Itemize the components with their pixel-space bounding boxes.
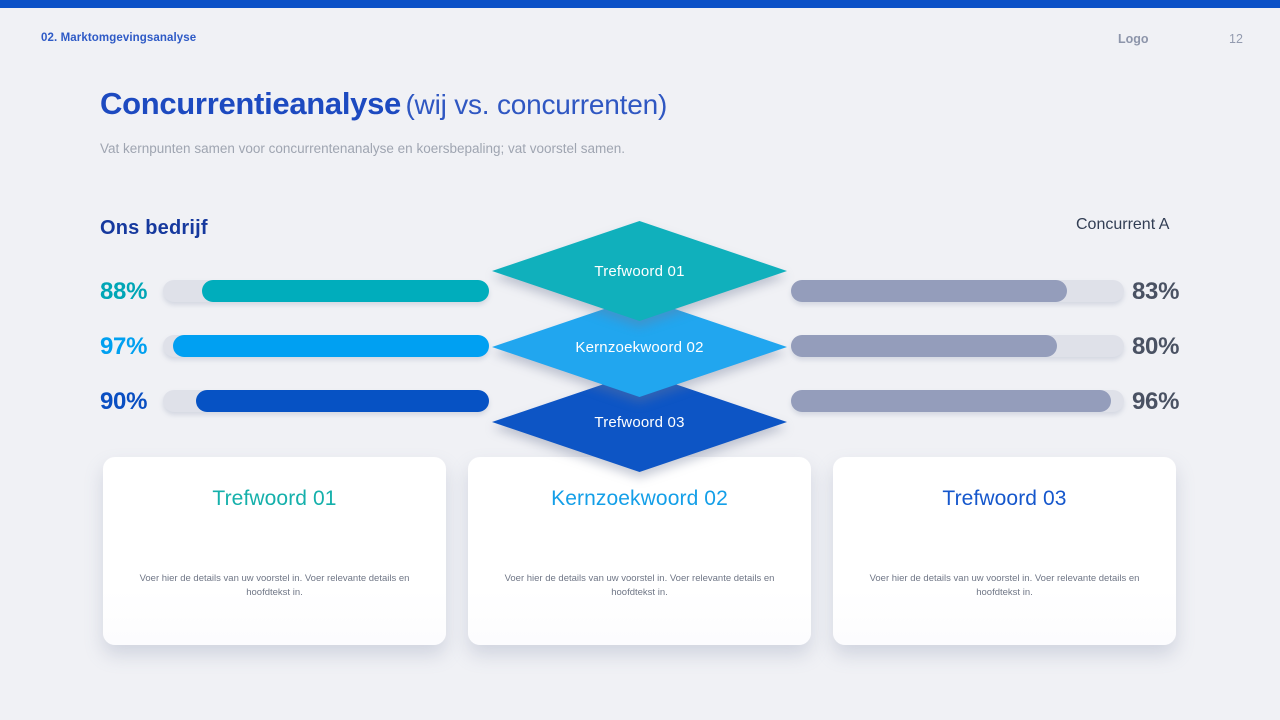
keyword-diamond: Trefwoord 01 bbox=[492, 221, 787, 321]
competitor-value-label: 96% bbox=[1132, 388, 1180, 415]
our-progress-fill bbox=[172, 335, 489, 357]
breadcrumb-section-label: 02. Marktomgevingsanalyse bbox=[41, 32, 197, 44]
detail-card: Trefwoord 03 Voer hier de details van uw… bbox=[833, 457, 1176, 645]
keyword-diamond-label: Kernzoekwoord 02 bbox=[575, 338, 704, 356]
competitor-progress-fill bbox=[791, 335, 1058, 357]
detail-card: Kernzoekwoord 02 Voer hier de details va… bbox=[468, 457, 811, 645]
our-value-label: 90% bbox=[100, 388, 148, 415]
slide-subtitle: Vat kernpunten samen voor concurrentenan… bbox=[100, 141, 626, 156]
page-number: 12 bbox=[1229, 32, 1243, 46]
our-progress-track bbox=[163, 335, 489, 357]
our-value-label: 88% bbox=[100, 278, 148, 305]
top-accent-bar bbox=[0, 0, 1280, 8]
competitor-heading: Concurrent A bbox=[1076, 216, 1170, 233]
our-value-label: 97% bbox=[100, 333, 148, 360]
slide-title-suffix: (wij vs. concurrenten) bbox=[405, 89, 668, 120]
card-body-text: Voer hier de details van uw voorstel in.… bbox=[869, 573, 1140, 599]
card-title: Trefwoord 03 bbox=[942, 487, 1067, 510]
competitor-value-label: 83% bbox=[1132, 278, 1180, 305]
logo-placeholder: Logo bbox=[1118, 32, 1149, 46]
competitor-progress-fill bbox=[791, 390, 1111, 412]
diamond-shape: Trefwoord 01 bbox=[492, 221, 787, 321]
competitor-progress-fill bbox=[791, 280, 1068, 302]
card-title: Kernzoekwoord 02 bbox=[551, 487, 728, 510]
competitor-progress-track bbox=[791, 390, 1124, 412]
card-body-text: Voer hier de details van uw voorstel in.… bbox=[139, 573, 410, 599]
competitor-progress-track bbox=[791, 280, 1124, 302]
our-progress-track bbox=[163, 390, 489, 412]
card-title: Trefwoord 01 bbox=[212, 487, 337, 510]
card-body-text: Voer hier de details van uw voorstel in.… bbox=[504, 573, 775, 599]
our-progress-fill bbox=[202, 280, 489, 302]
slide-title: Concurrentieanalyse (wij vs. concurrente… bbox=[100, 86, 667, 122]
our-progress-fill bbox=[195, 390, 489, 412]
keyword-diamond-label: Trefwoord 01 bbox=[594, 262, 685, 280]
competitor-value-label: 80% bbox=[1132, 333, 1180, 360]
slide-title-main: Concurrentieanalyse bbox=[100, 86, 401, 121]
our-company-heading: Ons bedrijf bbox=[100, 217, 208, 239]
keyword-diamond-label: Trefwoord 03 bbox=[594, 413, 685, 431]
competitor-progress-track bbox=[791, 335, 1124, 357]
detail-card: Trefwoord 01 Voer hier de details van uw… bbox=[103, 457, 446, 645]
our-progress-track bbox=[163, 280, 489, 302]
